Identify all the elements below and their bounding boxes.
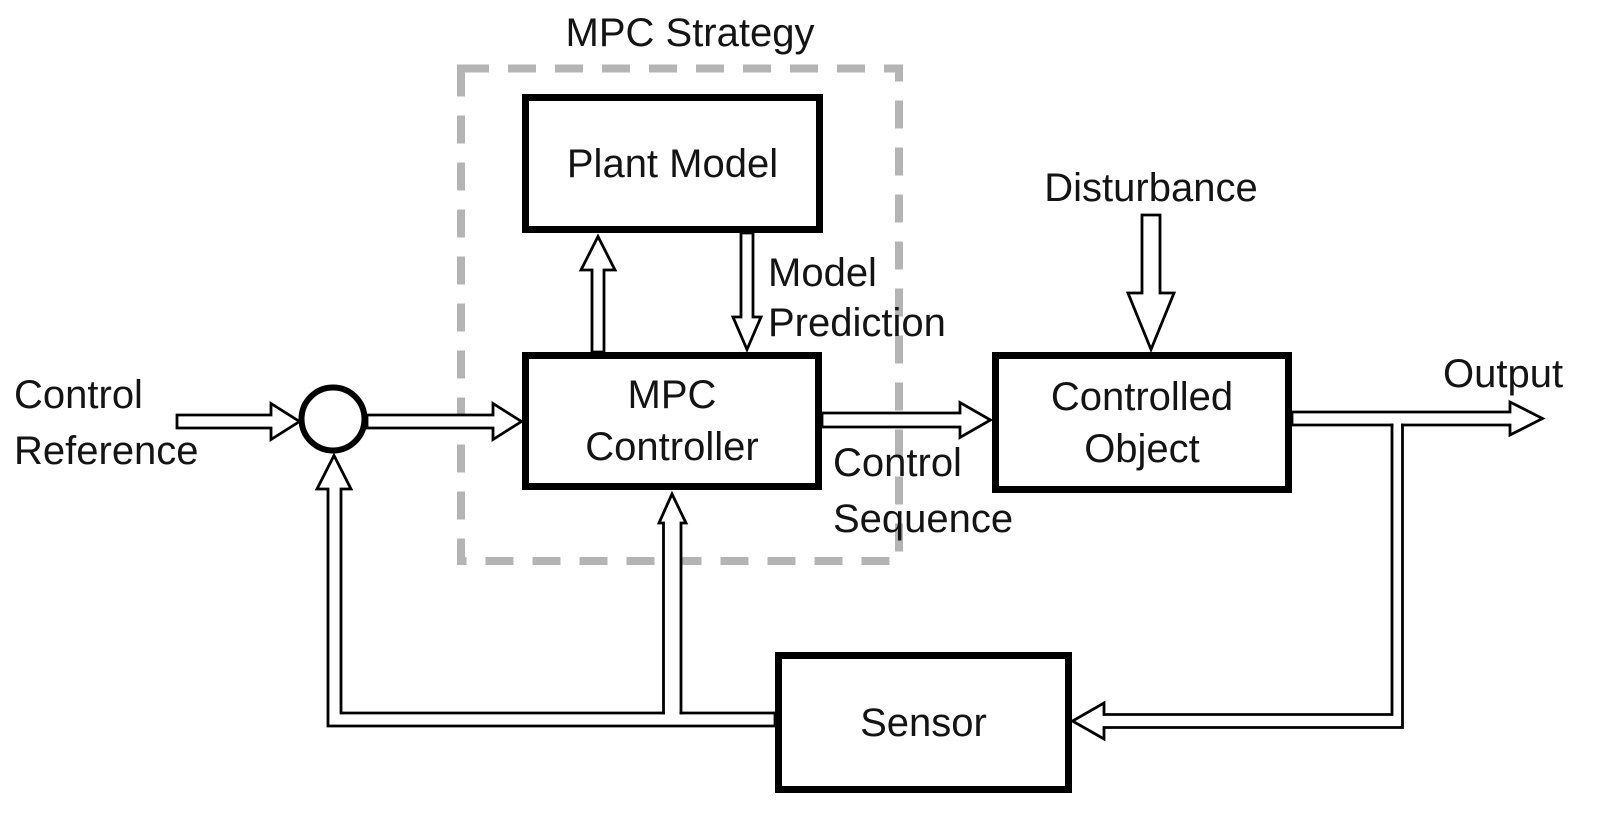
summing-junction-circle [298, 384, 368, 454]
control-sequence-arrow [820, 400, 994, 440]
model-prediction-line2: Prediction [768, 301, 946, 345]
model-prediction-label: Model Prediction [768, 248, 946, 348]
sensor-label: Sensor [860, 700, 987, 745]
model-prediction-arrow [730, 231, 764, 354]
controlled-object-label-line1: Controlled [1050, 374, 1234, 419]
feedback-sensor-to-junction-arrow [314, 452, 777, 728]
control-reference-line2: Reference [14, 429, 199, 473]
sensor-block: Sensor [775, 652, 1072, 793]
junction-channel [665, 710, 680, 716]
controlled-object-block: Controlled Object [992, 352, 1292, 493]
control-reference-arrow [175, 400, 303, 443]
junction-channel [1393, 421, 1401, 429]
plant-model-label: Plant Model [566, 141, 779, 186]
control-reference-line1: Control [14, 373, 143, 417]
mpc-to-plant-arrow [578, 233, 618, 354]
control-sequence-line2: Sequence [833, 497, 1014, 541]
control-reference-label: Control Reference [14, 367, 199, 479]
error-to-mpc-arrow [365, 400, 525, 443]
controlled-object-label-line2: Object [1084, 426, 1200, 471]
control-sequence-label: Control Sequence [833, 435, 1013, 547]
plant-model-block: Plant Model [522, 94, 823, 233]
disturbance-label: Disturbance [1044, 166, 1258, 210]
disturbance-arrow [1125, 213, 1177, 354]
output-arrow [1290, 399, 1546, 438]
model-prediction-line1: Model [768, 251, 877, 295]
feedback-sensor-to-mpc-arrow [656, 490, 689, 715]
mpc-strategy-title: MPC Strategy [565, 11, 815, 55]
mpc-controller-label-line1: MPC [627, 373, 717, 417]
control-sequence-line1: Control [833, 441, 962, 485]
feedback-output-to-sensor-arrow [1069, 423, 1404, 742]
mpc-controller-block: MPC Controller [522, 352, 822, 490]
output-label: Output [1443, 352, 1564, 396]
mpc-controller-label-line2: Controller [585, 425, 759, 469]
